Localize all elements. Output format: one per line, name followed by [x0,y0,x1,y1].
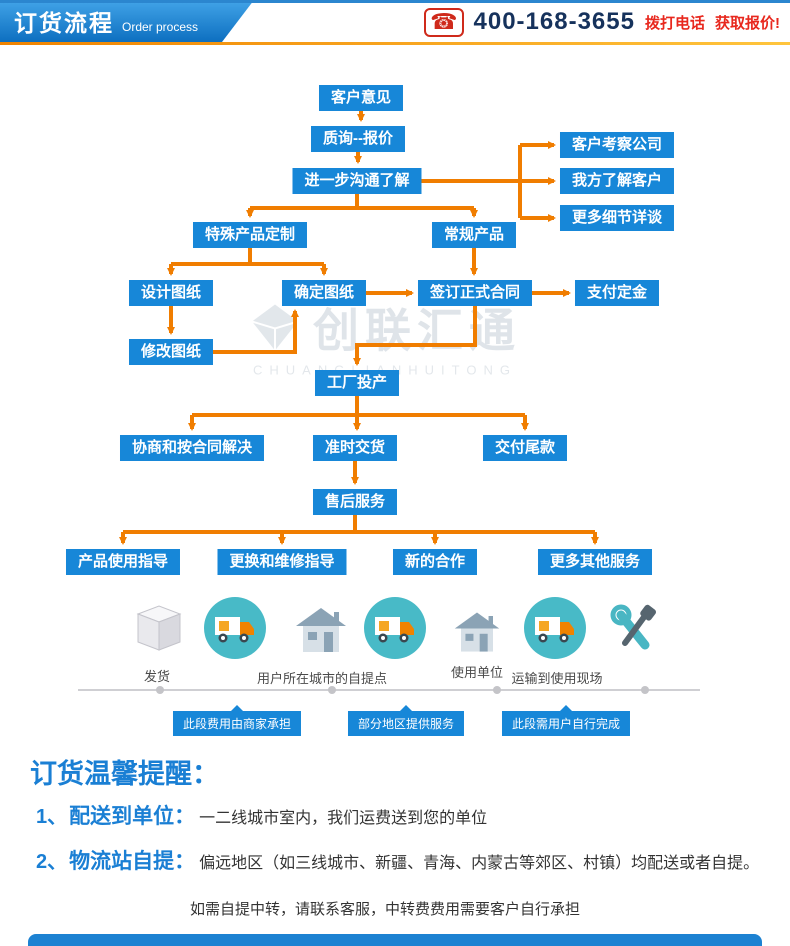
flow-node-further-communication: 进一步沟通了解 [292,168,422,194]
call-cta-call[interactable]: 拨打电话 [644,14,705,32]
phone-icon: ☎ [424,7,464,37]
phone-area: ☎ 400-168-3655 拨打电话 获取报价! [424,3,780,41]
reminder-item-number: 2、 [36,851,68,873]
flow-node-design-drawing: 设计图纸 [128,280,214,306]
reminder-item-text: 一二线城市室内，我们运费送到您的单位 [199,810,488,827]
flow-node-negotiate: 协商和按合同解决 [119,435,265,461]
package-icon [136,605,182,651]
reminder-item-delivery: 1、 配送到单位： 一二线城市室内，我们运费送到您的单位 [36,800,487,830]
flow-node-more-details: 更多细节详谈 [559,205,675,231]
flow-node-confirm-drawing: 确定图纸 [281,280,367,306]
flow-node-customer-opinion: 客户意见 [318,85,404,111]
header-underline [0,42,790,45]
flow-node-ontime-delivery: 准时交货 [312,435,398,461]
call-cta[interactable]: 拨打电话 获取报价! [645,12,780,33]
flow-node-pay-balance: 交付尾款 [482,435,568,461]
reminder-title: 订货温馨提醒： [30,759,219,789]
reminder-item-text: 偏远地区（如三线城市、新疆、青海、内蒙古等郊区、村镇）均配送或者自提。 [199,855,760,872]
timeline-dot [156,686,164,694]
top-strip [0,0,790,3]
flow-node-aftersales: 售后服务 [312,489,398,515]
bottom-section-bar [28,934,762,946]
reminder-item-label: 物流站自提： [69,850,196,873]
house-icon [296,608,346,652]
logistics-label-pickup-point: 用户所在城市的自提点 [256,671,388,686]
flow-node-replacement-guidance: 更换和维修指导 [217,549,347,575]
house-icon [454,612,500,652]
brand-watermark: 创联汇通 CHUANGLIANHUITONG [249,295,521,378]
flow-node-we-understand: 我方了解客户 [559,168,675,194]
flow-node-custom-product: 特殊产品定制 [192,222,308,248]
reminder-note: 如需自提中转，请联系客服，中转费费用需要客户自行承担 [190,901,581,918]
header-title-block: 订货流程 Order process [0,0,254,42]
reminder-item-pickup: 2、 物流站自提： 偏远地区（如三线城市、新疆、青海、内蒙古等郊区、村镇）均配送… [36,845,759,875]
timeline-dot [493,686,501,694]
logistics-label-use-unit: 使用单位 [450,665,504,680]
diamond-logo-icon [251,304,299,351]
call-cta-quote[interactable]: 获取报价! [715,14,780,32]
flow-node-factory-production: 工厂投产 [314,370,400,396]
logistics-label-ship: 发货 [143,669,171,684]
page-subtitle: Order process [122,20,199,34]
flow-node-sign-contract: 签订正式合同 [417,280,533,306]
timeline-dot [641,686,649,694]
segment-label-merchant-cost: 此段费用由商家承担 [172,711,302,736]
flow-node-pay-deposit: 支付定金 [574,280,660,306]
flow-node-more-services: 更多其他服务 [537,549,653,575]
flow-node-customer-visit: 客户考察公司 [559,132,675,158]
segment-label-partial-service: 部分地区提供服务 [347,711,465,736]
flow-node-regular-product: 常规产品 [431,222,517,248]
flow-node-new-cooperation: 新的合作 [392,549,478,575]
flow-node-modify-drawing: 修改图纸 [128,339,214,365]
phone-number: 400-168-3655 [473,8,635,35]
truck-icon [204,597,266,659]
page-title: 订货流程 [14,10,114,36]
segment-label-user-complete: 此段需用户自行完成 [501,711,631,736]
truck-icon [524,597,586,659]
logistics-timeline [78,689,700,691]
flow-node-inquiry-quote: 质询--报价 [311,126,405,152]
header: 订货流程 Order process ☎ 400-168-3655 拨打电话 获… [0,0,790,42]
reminder-item-label: 配送到单位： [69,805,196,828]
tools-icon [610,604,656,650]
reminder-item-number: 1、 [36,806,68,828]
truck-icon [364,597,426,659]
flow-node-usage-guidance: 产品使用指导 [65,549,181,575]
timeline-dot [328,686,336,694]
logistics-label-transport-site: 运输到使用现场 [511,671,603,686]
